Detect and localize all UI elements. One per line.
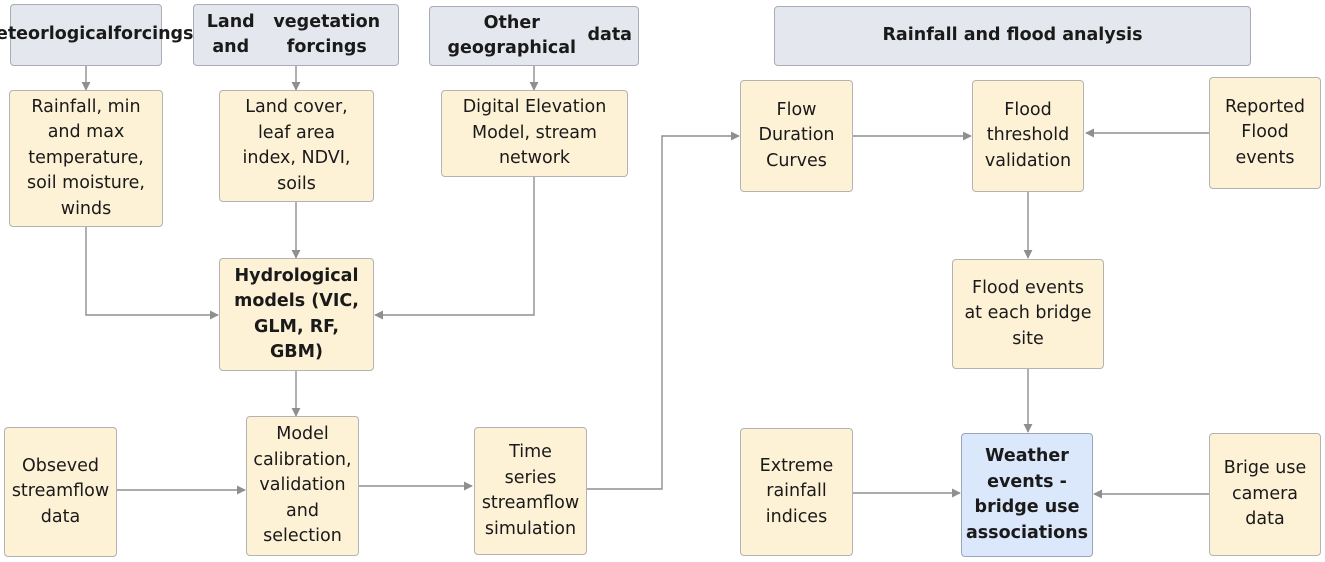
label-line: bridge use: [974, 497, 1080, 517]
label-line: series: [504, 467, 557, 488]
label-line: Extreme: [759, 455, 834, 476]
geo-inputs-box: Digital Elevation Model, stream network: [441, 90, 628, 177]
flood-events-bridge-box: Flood events at each bridge site: [952, 259, 1104, 369]
reported-flood-events-box: Reported Flood events: [1209, 77, 1321, 189]
label-line: streamflow: [11, 481, 110, 502]
label-line: selection: [263, 526, 342, 547]
label-line: network: [498, 148, 571, 169]
label-line: at each bridge: [964, 303, 1092, 324]
arrow-timeseries-to-flow-duration: [587, 131, 740, 490]
arrow-met-inputs-to-models: [85, 227, 219, 320]
label-line: Flood: [1241, 122, 1289, 143]
label-line: Other geographical: [447, 12, 577, 59]
label-line: indices: [765, 506, 828, 527]
label-line: and: [286, 500, 319, 521]
flow-duration-curves-box: Flow Duration Curves: [740, 80, 853, 192]
label-line: Curves: [766, 150, 827, 171]
label-line: index, NDVI,: [242, 148, 351, 168]
met-forcings-header: Meteorlogical forcings: [0, 4, 193, 66]
label-line: Brige use: [1223, 458, 1307, 479]
label-line: data: [587, 25, 632, 46]
label-line: soils: [277, 173, 316, 194]
label-line: threshold: [986, 125, 1070, 146]
flood-threshold-validation-box: Flood threshold validation: [972, 80, 1084, 192]
label-line: Rainfall, min: [31, 96, 141, 117]
label-line: Flood events: [972, 277, 1084, 298]
label-line: events: [1235, 147, 1295, 168]
label-line: Rainfall and flood analysis: [882, 25, 1143, 46]
label-line: Time: [509, 442, 552, 462]
label-line: data: [1245, 509, 1285, 530]
label-line: vegetation forcings: [273, 11, 381, 58]
label-line: Land and: [206, 11, 255, 58]
label-line: site: [1012, 328, 1044, 349]
timeseries-simulation-box: Time series streamflow simulation: [474, 427, 587, 555]
label-line: validation: [984, 150, 1072, 171]
label-line: Land cover,: [245, 97, 348, 117]
label-line: models (VIC,: [234, 291, 359, 311]
model-calibration-box: Model calibration, validation and select…: [246, 416, 359, 556]
label-line: winds: [60, 198, 112, 219]
label-line: streamflow: [481, 493, 580, 513]
label-line: calibration,: [253, 449, 352, 470]
land-inputs-box: Land cover, leaf area index, NDVI, soils: [219, 90, 374, 202]
label-line: rainfall: [766, 481, 827, 502]
label-line: leaf area: [257, 122, 336, 143]
label-line: Flow: [776, 99, 817, 120]
rainfall-flood-analysis-header: Rainfall and flood analysis: [774, 6, 1251, 66]
label-line: forcings: [113, 24, 194, 45]
label-line: GLM, RF,: [254, 316, 339, 337]
label-line: soil moisture,: [27, 173, 145, 194]
label-line: simulation: [484, 518, 577, 539]
label-line: Model: [276, 424, 329, 445]
geo-data-header: Other geographical data: [429, 6, 639, 66]
label-line: Flood: [1004, 99, 1052, 120]
label-line: Duration: [758, 125, 835, 146]
label-line: events -: [987, 471, 1067, 492]
extreme-rainfall-indices-box: Extreme rainfall indices: [740, 428, 853, 556]
bridge-camera-data-box: Brige use camera data: [1209, 433, 1321, 556]
label-line: GBM): [269, 342, 324, 362]
label-line: associations: [965, 522, 1089, 543]
label-line: temperature,: [28, 147, 144, 168]
land-forcings-header: Land and vegetation forcings: [193, 4, 399, 66]
weather-bridge-associations-box: Weather events - bridge use associations: [961, 433, 1093, 557]
label-line: data: [40, 506, 81, 527]
label-line: Reported: [1225, 96, 1305, 117]
hydrological-models-box: Hydrological models (VIC, GLM, RF, GBM): [219, 258, 374, 371]
label-line: camera: [1231, 483, 1299, 504]
label-line: Meteorlogical: [0, 24, 114, 45]
label-line: Hydrological: [234, 265, 359, 286]
label-line: validation: [259, 475, 346, 496]
arrow-geo-inputs-to-models: [374, 177, 535, 320]
label-line: Weather: [985, 446, 1069, 466]
meteorological-inputs-box: Rainfall, min and max temperature, soil …: [9, 90, 163, 227]
observed-streamflow-box: Obseved streamflow data: [4, 427, 117, 557]
label-line: and max: [47, 122, 125, 143]
label-line: Digital Elevation: [462, 97, 607, 118]
label-line: Obseved: [22, 455, 99, 476]
label-line: Model, stream: [471, 122, 597, 143]
